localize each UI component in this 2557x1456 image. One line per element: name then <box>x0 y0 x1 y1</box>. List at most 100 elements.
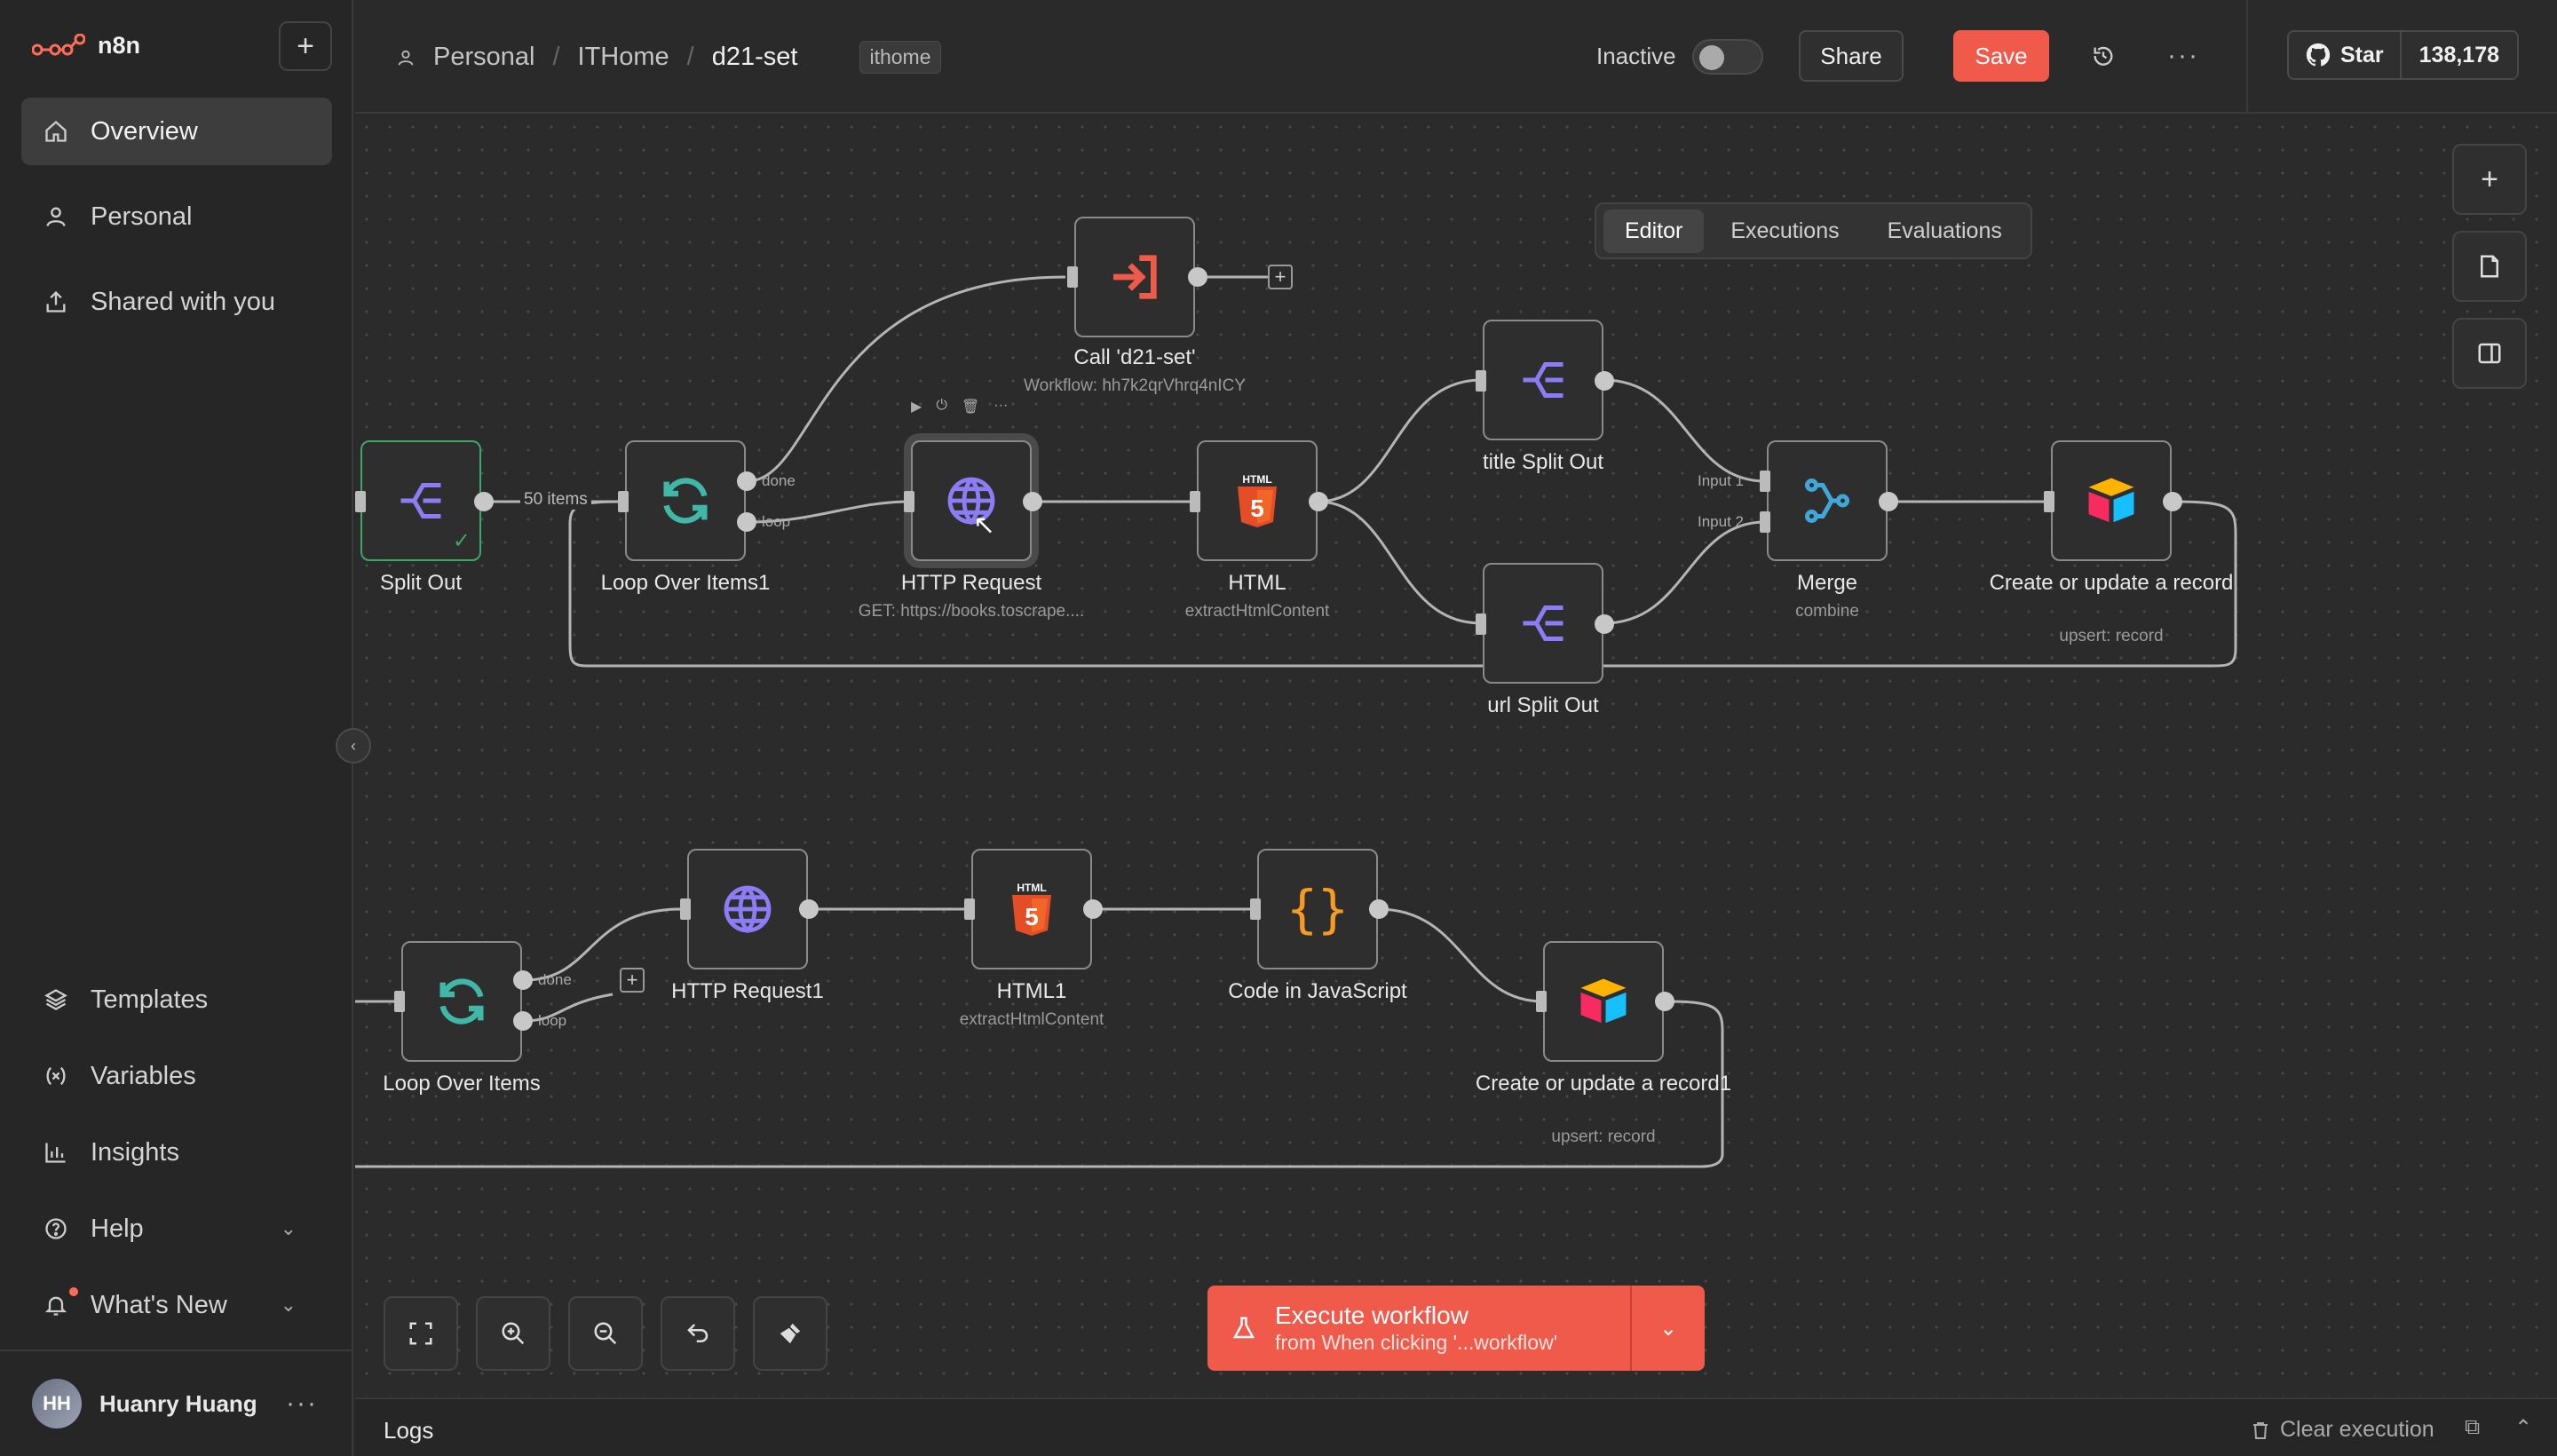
sticky-note-icon <box>2481 255 2498 278</box>
clear-execution-button[interactable]: Clear execution <box>2250 1417 2434 1443</box>
tab-executions[interactable]: Executions <box>1730 218 1840 243</box>
node-output-port[interactable] <box>1188 267 1207 287</box>
node-merge[interactable] <box>1767 440 1888 561</box>
sticky-note-button[interactable] <box>2452 231 2527 302</box>
popout-icon[interactable]: ⧉ <box>2465 1415 2481 1439</box>
node-url-split-out[interactable] <box>1483 563 1603 684</box>
fit-view-button[interactable] <box>384 1296 458 1371</box>
node-create-update-record1[interactable] <box>1543 941 1664 1062</box>
node-output-port[interactable] <box>1083 899 1103 919</box>
chevron-up-icon[interactable]: ⌃ <box>2514 1416 2533 1440</box>
more-icon[interactable]: ··· <box>994 398 1009 413</box>
node-input-port[interactable] <box>355 491 366 512</box>
power-icon[interactable]: ⏻ <box>936 398 947 413</box>
node-subtitle: extractHtmlContent <box>1184 602 1330 621</box>
node-input-port-2[interactable] <box>1760 511 1770 533</box>
execute-workflow-main[interactable]: Execute workflow from When clicking '...… <box>1207 1286 1632 1371</box>
tab-evaluations[interactable]: Evaluations <box>1887 218 2002 243</box>
node-http-request[interactable]: ↖ <box>911 440 1032 561</box>
node-title-split-out[interactable] <box>1483 320 1603 440</box>
create-new-button[interactable]: + <box>279 21 332 71</box>
node-output-port-done[interactable] <box>513 970 533 990</box>
node-code-javascript[interactable]: {} <box>1257 849 1378 969</box>
node-output-port[interactable] <box>1655 992 1674 1011</box>
split-out-icon <box>400 483 441 518</box>
sidebar-item-shared[interactable]: Shared with you <box>21 268 332 336</box>
tab-editor[interactable]: Editor <box>1603 209 1705 253</box>
toggle-panel-button[interactable] <box>2452 318 2527 389</box>
toggle-knob <box>1699 45 1724 70</box>
node-input-port[interactable] <box>964 898 975 920</box>
more-options-icon[interactable]: ··· <box>2167 41 2199 70</box>
more-icon[interactable]: ··· <box>286 1389 318 1418</box>
node-input-port[interactable] <box>618 491 629 512</box>
sidebar-item-personal[interactable]: Personal <box>21 183 332 250</box>
node-output-port-loop[interactable] <box>737 512 756 532</box>
node-output-port-loop[interactable] <box>513 1011 533 1031</box>
node-input-port[interactable] <box>1476 370 1486 392</box>
node-output-port[interactable] <box>1023 492 1042 511</box>
node-input-port-1[interactable] <box>1760 471 1770 492</box>
airtable-icon <box>2088 478 2134 523</box>
history-icon[interactable] <box>2083 36 2124 76</box>
node-output-port[interactable] <box>1369 899 1389 919</box>
save-button[interactable]: Save <box>1953 30 2049 82</box>
node-input-port[interactable] <box>680 898 691 920</box>
node-output-port[interactable] <box>799 899 819 919</box>
github-star-button[interactable]: Star 138,178 <box>2287 30 2520 80</box>
workflow-canvas[interactable]: Editor Executions Evaluations + Call 'd2… <box>355 115 2557 1396</box>
node-loop-over-items1[interactable] <box>625 440 746 561</box>
n8n-logo[interactable]: n8n <box>32 32 140 59</box>
user-profile[interactable]: HH Huanry Huang ··· <box>0 1349 353 1456</box>
node-input-port[interactable] <box>394 991 405 1012</box>
node-split-out[interactable]: ✓ <box>360 440 481 561</box>
node-output-port[interactable] <box>1595 614 1614 634</box>
node-output-port[interactable] <box>2163 492 2182 511</box>
node-input-port[interactable] <box>904 491 914 512</box>
node-input-port[interactable] <box>1476 613 1486 635</box>
node-output-port-done[interactable] <box>737 471 756 491</box>
zoom-out-button[interactable] <box>568 1296 643 1371</box>
node-input-port[interactable] <box>1250 898 1261 920</box>
node-input-port[interactable] <box>2044 491 2054 512</box>
sidebar-item-insights[interactable]: Insights <box>21 1119 332 1186</box>
share-button[interactable]: Share <box>1799 30 1904 82</box>
workflow-tag[interactable]: ithome <box>859 41 941 74</box>
sidebar-item-whats-new[interactable]: What's New ⌄ <box>21 1271 332 1339</box>
workflow-name[interactable]: d21-set <box>711 43 798 71</box>
add-node-icon[interactable]: + <box>620 968 645 993</box>
breadcrumb-personal[interactable]: Personal <box>433 43 535 71</box>
trash-icon[interactable]: 🗑 <box>961 400 980 415</box>
breadcrumb-ithome[interactable]: ITHome <box>577 43 669 71</box>
node-input-port[interactable] <box>1067 266 1078 288</box>
collapse-sidebar-button[interactable]: ‹ <box>336 728 371 764</box>
play-icon[interactable]: ▶ <box>911 400 922 415</box>
active-toggle[interactable] <box>1692 39 1763 75</box>
chevron-down-icon[interactable]: ⌄ <box>1658 1316 1678 1341</box>
node-loop-over-items[interactable] <box>401 941 522 1062</box>
logs-panel[interactable]: Logs Clear execution ⧉ ⌃ <box>355 1397 2557 1456</box>
execute-workflow-button[interactable]: Execute workflow from When clicking '...… <box>1207 1286 1705 1371</box>
zoom-in-button[interactable] <box>476 1296 550 1371</box>
node-http-request1[interactable] <box>687 849 808 969</box>
sidebar-item-help[interactable]: Help ⌄ <box>21 1195 332 1262</box>
node-output-port[interactable] <box>1309 492 1328 511</box>
sidebar-item-variables[interactable]: Variables <box>21 1042 332 1110</box>
sidebar-item-overview[interactable]: Overview <box>21 98 332 165</box>
node-input-port[interactable] <box>1536 991 1547 1012</box>
node-label: HTML1 <box>996 979 1067 1003</box>
add-node-icon[interactable]: + <box>1268 265 1293 289</box>
node-output-port[interactable] <box>1595 371 1614 391</box>
node-output-port[interactable] <box>1879 492 1898 511</box>
undo-button[interactable] <box>661 1296 735 1371</box>
edge-code-to-record1 <box>1377 907 1544 1003</box>
node-output-port[interactable] <box>474 492 494 511</box>
sidebar-item-templates[interactable]: Templates <box>21 966 332 1033</box>
node-input-port[interactable] <box>1190 491 1200 512</box>
add-node-button[interactable]: + <box>2452 144 2527 215</box>
node-create-update-record[interactable] <box>2051 440 2172 561</box>
node-call-workflow[interactable] <box>1074 217 1195 337</box>
tidy-up-button[interactable] <box>753 1296 827 1371</box>
